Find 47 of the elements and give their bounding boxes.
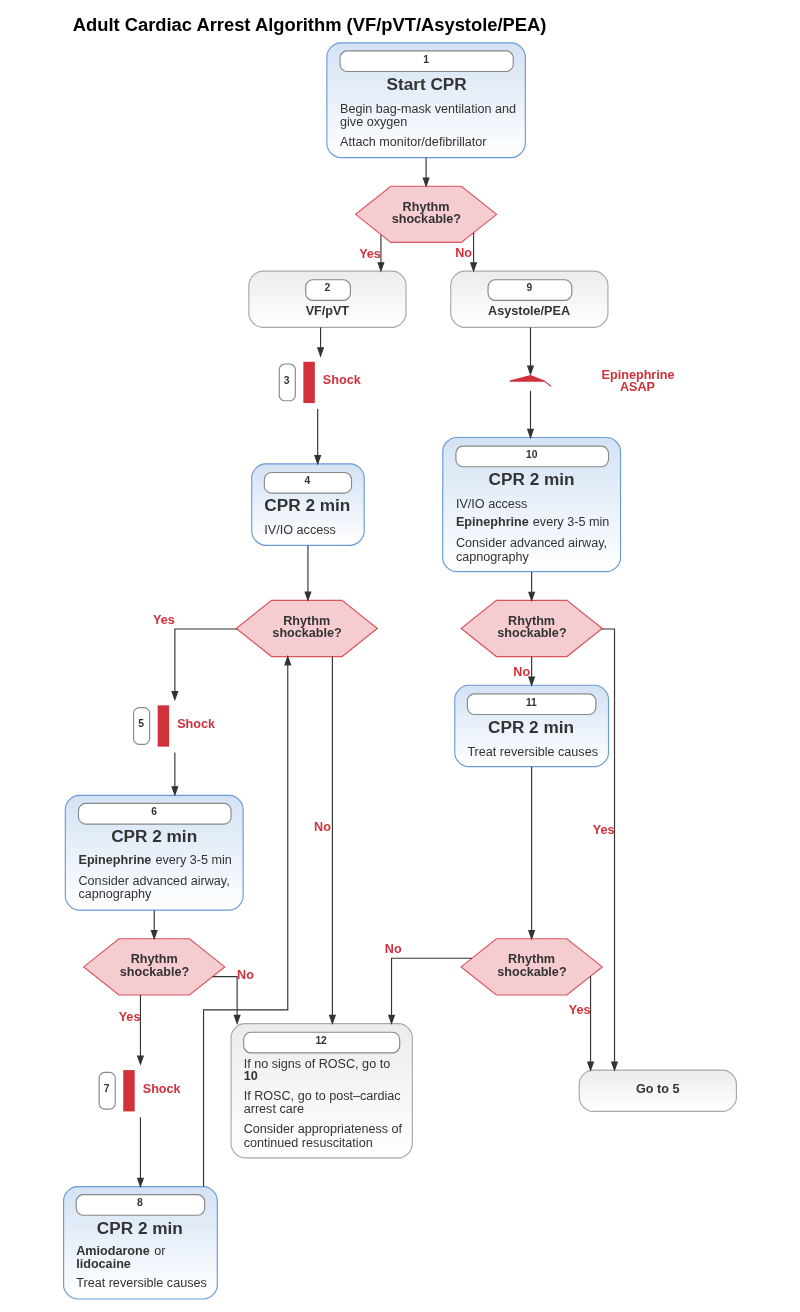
arrow (528, 571, 536, 603)
arrow (171, 628, 238, 702)
edge-label: No (513, 664, 531, 679)
diagram-title: Adult Cardiac Arrest Algorithm (VF/pVT/Asystole/PEA) (72, 14, 547, 36)
arrow (526, 326, 535, 376)
edge-label: No (384, 942, 402, 957)
node-box: 1 Start CPR Begin bag-mask ventilation and give oxygen Attach monitor/defibrillator (326, 42, 526, 159)
arrow (304, 544, 312, 602)
arrow (316, 326, 325, 358)
node-syringe (509, 375, 552, 387)
edge-label: Yes (592, 823, 615, 838)
arrow (528, 766, 536, 941)
arrow (136, 1116, 145, 1189)
arrow (469, 232, 478, 273)
arrow (212, 976, 241, 1026)
node-box: 2 VF/pVT (248, 270, 407, 328)
arrow (586, 975, 595, 1072)
arrow (526, 390, 535, 440)
arrow (601, 628, 619, 1072)
arrow (150, 909, 158, 941)
arrow (328, 656, 337, 1026)
arrow (528, 656, 536, 687)
node-box: 8 CPR 2 min Amiodarone or lidocaine Treat reversible causes (63, 1185, 218, 1300)
edge-label: No (314, 820, 331, 835)
node-box: 9 Asystole/PEA (450, 270, 609, 328)
edge-label: Yes (568, 1003, 591, 1018)
arrow (136, 994, 145, 1066)
arrow (314, 408, 322, 466)
node-box: 11 CPR 2 min Treat reversible causes (454, 684, 610, 768)
arrow (202, 655, 292, 1187)
node-label: Shock (142, 1081, 181, 1096)
edge-label: No (455, 245, 473, 260)
node-box: Go to 5 (578, 1069, 737, 1112)
edge-label: No (237, 967, 254, 982)
node-label: Shock (322, 373, 361, 388)
node-label: Shock (177, 717, 215, 732)
arrow (387, 957, 473, 1026)
edge-label: Yes (118, 1009, 141, 1024)
node-box: 4 CPR 2 min IV/IO access (251, 463, 365, 546)
arrow (377, 234, 385, 273)
arrow (422, 157, 430, 188)
edge-label: Yes (153, 613, 175, 628)
node-box: 6 CPR 2 min Epinephrine every 3-5 min Consider advanced airway, capnography (64, 794, 244, 911)
node-box: 12 If no signs of ROSC, go to 10 If ROSC, go to post–cardiac arrest care Consider appropriateness of continued resuscitation (230, 1023, 413, 1159)
node-label: Epinephrine ASAP (601, 367, 675, 395)
node-box: 10 CPR 2 min IV/IO access Epinephrine every 3-5 min Consider advanced airway, capnography (442, 436, 622, 573)
arrow (171, 751, 179, 797)
